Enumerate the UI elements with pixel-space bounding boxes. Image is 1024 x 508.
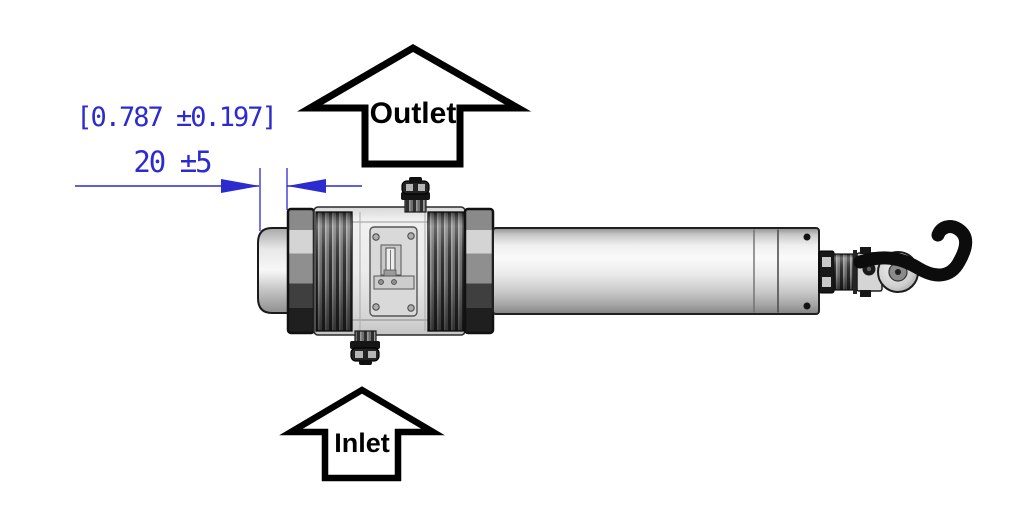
cylinder-body <box>492 227 820 315</box>
hook-cable <box>853 220 973 282</box>
frame-screw <box>372 233 380 241</box>
valve-seat <box>383 269 397 277</box>
dimension-arrow-left-icon <box>287 179 326 193</box>
frame-screw <box>372 303 380 311</box>
inlet-label: Inlet <box>334 428 390 458</box>
outlet-label: Outlet <box>369 97 457 130</box>
threaded-section-left <box>315 211 353 332</box>
bracket-screw <box>391 279 397 285</box>
dimension-arrow-right-icon <box>221 179 260 193</box>
inner-valve-frame <box>369 226 418 317</box>
dimension-annotation <box>75 168 362 231</box>
outlet-arrow-icon <box>297 43 532 168</box>
frame-screw <box>407 232 415 240</box>
dimension-text-primary: 20 ±5 <box>133 145 212 179</box>
threaded-section-right <box>427 211 465 332</box>
inlet-arrow-icon <box>279 386 445 482</box>
end-cap-screw-top <box>803 233 811 241</box>
outlet-port-fitting <box>401 177 430 213</box>
hex-nut-right <box>463 207 495 335</box>
frame-screw <box>407 304 415 312</box>
inlet-port-fitting <box>350 330 380 365</box>
bracket-screw <box>378 279 384 285</box>
filter-device <box>257 177 973 365</box>
end-cap-screw-bottom <box>803 302 811 310</box>
hex-nut-left <box>286 207 316 335</box>
dimension-text-secondary: [0.787 ±0.197] <box>76 102 278 133</box>
dome-end-cap <box>257 227 291 314</box>
